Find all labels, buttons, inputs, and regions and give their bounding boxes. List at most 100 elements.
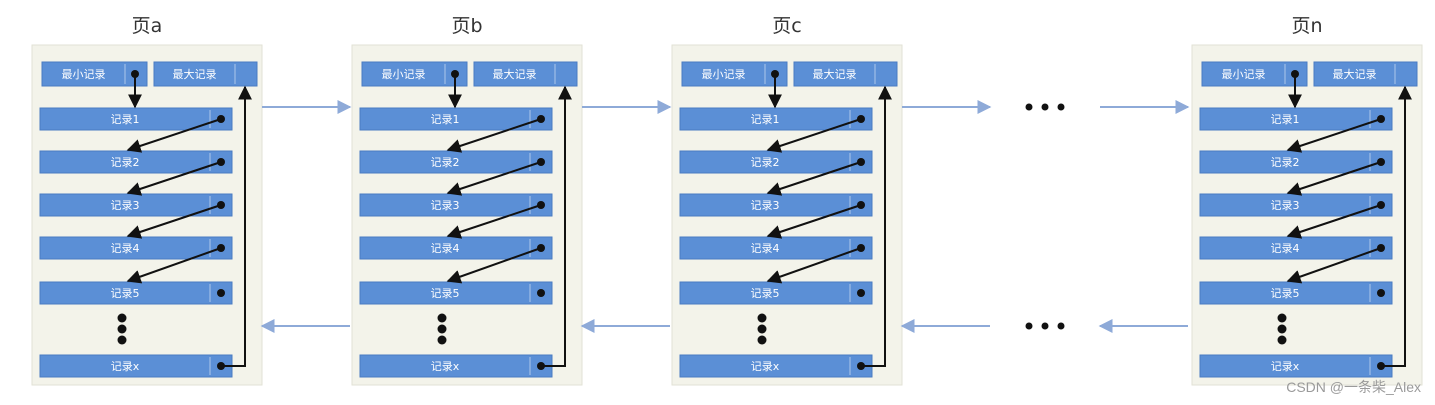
record-label: 记录4: [431, 242, 460, 255]
record-label: 记录3: [111, 199, 140, 212]
record-row: 记录5: [1199, 281, 1393, 305]
record-row: 记录1: [39, 107, 233, 131]
cell-label: 最小记录: [702, 68, 746, 81]
cell-box: [793, 61, 898, 87]
page-2: 页b最小记录最大记录记录1记录2记录3记录4记录5记录x: [351, 15, 583, 386]
cell-label: 最大记录: [813, 67, 857, 81]
record-row: 记录2: [1199, 150, 1393, 174]
cell-label: 最大记录: [493, 67, 537, 81]
record-row: 记录1: [359, 107, 553, 131]
record-label: 记录3: [431, 199, 460, 212]
next-record-arrow: [126, 118, 222, 153]
record-row: 记录4: [39, 236, 233, 260]
record-row: 记录3: [679, 193, 873, 217]
next-record-arrow: [1286, 204, 1382, 239]
record-row: 记录1: [1199, 107, 1393, 131]
next-record-arrow: [126, 247, 222, 284]
page-title: 页c: [772, 15, 801, 37]
cell-box: [1201, 61, 1308, 87]
page-1: 页a最小记录最大记录记录1记录2记录3记录4记录5记录x: [31, 15, 263, 386]
next-record-arrow: [1286, 118, 1382, 153]
between-pages-ellipsis-dot: [1025, 322, 1033, 330]
max-record-cell: 最大记录: [153, 61, 258, 87]
next-pointer-dot: [217, 289, 225, 297]
record-row: 记录2: [359, 150, 553, 174]
cell-box: [41, 61, 148, 87]
record-label: 记录2: [111, 156, 140, 169]
record-label: 记录2: [1271, 156, 1300, 169]
cell-label: 最小记录: [1222, 68, 1266, 81]
record-row: 记录x: [1199, 354, 1393, 378]
record-row: 记录2: [39, 150, 233, 174]
record-label: 记录4: [751, 242, 780, 255]
page-title: 页a: [132, 15, 163, 37]
ellipsis-dot: [117, 335, 127, 345]
next-record-arrow: [126, 204, 222, 239]
cell-label: 最小记录: [382, 68, 426, 81]
between-pages-ellipsis-dot: [1041, 103, 1049, 111]
record-label: 记录x: [751, 360, 780, 373]
cell-label: 最大记录: [173, 67, 217, 81]
next-record-arrow: [446, 118, 542, 153]
record-row: 记录3: [359, 193, 553, 217]
cell-box: [1313, 61, 1418, 87]
record-row: 记录x: [359, 354, 553, 378]
between-pages-ellipsis-dot: [1057, 322, 1065, 330]
ellipsis-dot: [757, 313, 767, 323]
record-label: 记录3: [1271, 199, 1300, 212]
next-record-arrow: [446, 204, 542, 239]
next-record-arrow: [1286, 247, 1382, 284]
record-label: 记录4: [1271, 242, 1300, 255]
record-row: 记录x: [679, 354, 873, 378]
ellipsis-dot: [757, 335, 767, 345]
record-label: 记录5: [751, 287, 780, 300]
next-record-arrow: [766, 204, 862, 239]
ellipsis-dot: [1277, 335, 1287, 345]
last-to-max-arrow: [221, 85, 252, 367]
max-record-cell: 最大记录: [1313, 61, 1418, 87]
record-row: 记录3: [39, 193, 233, 217]
ellipsis-dot: [757, 324, 767, 334]
record-label: 记录1: [1271, 113, 1300, 126]
page-title: 页n: [1291, 15, 1322, 37]
min-record-cell: 最小记录: [1201, 61, 1308, 87]
next-record-arrow: [1286, 161, 1382, 196]
between-pages-ellipsis-dot: [1057, 103, 1065, 111]
record-row: 记录2: [679, 150, 873, 174]
next-record-arrow: [446, 247, 542, 284]
ellipsis-dot: [1277, 313, 1287, 323]
next-record-arrow: [446, 161, 542, 196]
cell-box: [153, 61, 258, 87]
last-to-max-arrow: [541, 85, 572, 367]
next-record-arrow: [126, 161, 222, 196]
record-label: 记录3: [751, 199, 780, 212]
record-label: 记录x: [431, 360, 460, 373]
next-pointer-dot: [857, 289, 865, 297]
cell-box: [473, 61, 578, 87]
next-record-arrow: [766, 247, 862, 284]
cell-box: [361, 61, 468, 87]
min-record-cell: 最小记录: [41, 61, 148, 87]
record-row: 记录5: [679, 281, 873, 305]
record-label: 记录5: [1271, 287, 1300, 300]
record-label: 记录4: [111, 242, 140, 255]
ellipsis-dot: [1277, 324, 1287, 334]
min-record-cell: 最小记录: [361, 61, 468, 87]
ellipsis-dot: [437, 313, 447, 323]
cell-box: [681, 61, 788, 87]
record-label: 记录5: [431, 287, 460, 300]
next-record-arrow: [766, 161, 862, 196]
ellipsis-dot: [437, 324, 447, 334]
cell-label: 最大记录: [1333, 67, 1377, 81]
next-pointer-dot: [537, 289, 545, 297]
max-record-cell: 最大记录: [793, 61, 898, 87]
between-pages-ellipsis-dot: [1041, 322, 1049, 330]
record-row: 记录5: [359, 281, 553, 305]
watermark: CSDN @一条柴_Alex: [1286, 379, 1421, 395]
record-label: 记录x: [1271, 360, 1300, 373]
between-pages-ellipsis-dot: [1025, 103, 1033, 111]
record-row: 记录1: [679, 107, 873, 131]
